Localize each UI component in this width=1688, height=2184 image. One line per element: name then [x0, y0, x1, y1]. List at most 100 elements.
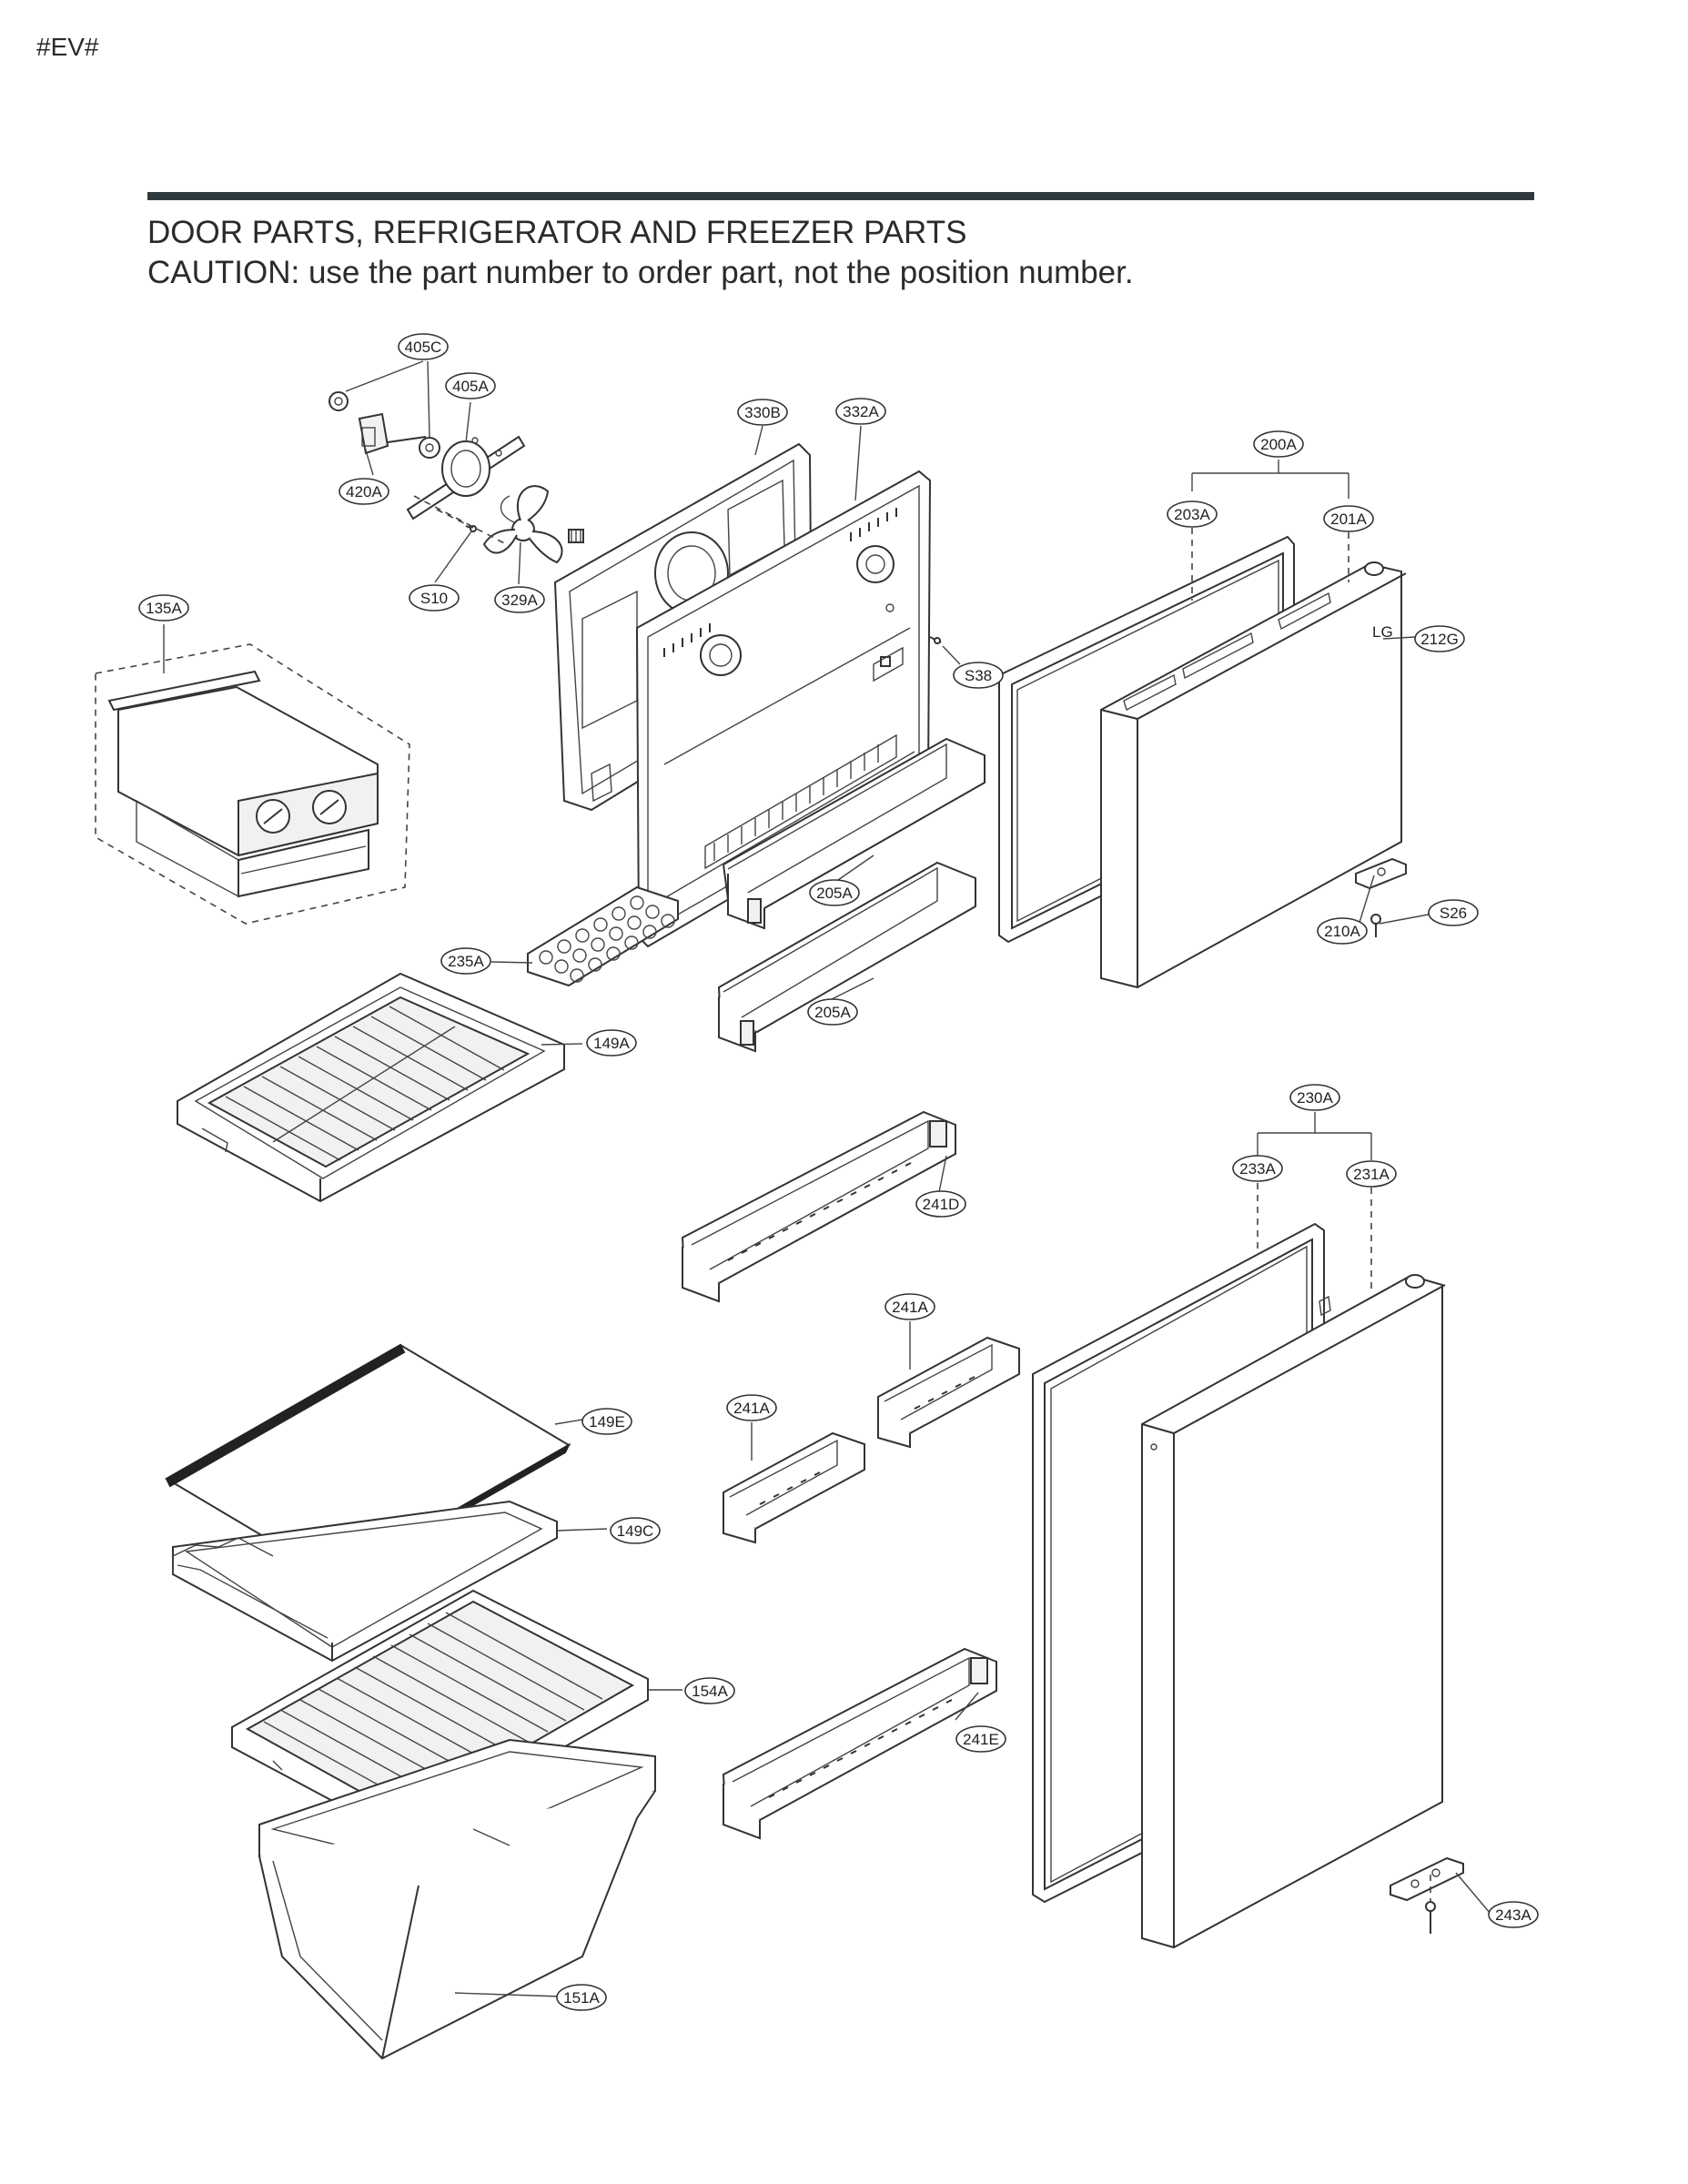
door-bin-241a-lower — [723, 1431, 865, 1544]
callout-label: 149A — [593, 1035, 630, 1052]
shelf-frame-149c — [172, 1500, 558, 1663]
title-rule — [147, 192, 1534, 200]
callout-bubble — [1253, 430, 1304, 458]
callout-s10: S10 — [409, 584, 460, 612]
callout-s38: S38 — [953, 662, 1004, 689]
heading-title: DOOR PARTS, REFRIGERATOR AND FREEZER PAR… — [147, 215, 967, 250]
callout-bubble — [809, 879, 860, 906]
callout-label: 241E — [963, 1731, 999, 1748]
callout-200a: 200A — [1253, 430, 1304, 458]
callout-241a-2: 241A — [726, 1394, 777, 1421]
callout-label: 135A — [146, 600, 182, 617]
callout-210a: 210A — [1317, 917, 1368, 945]
callout-label: 154A — [692, 1683, 728, 1700]
callout-bubble — [1167, 500, 1218, 528]
door-basket-205a-lower — [717, 861, 976, 1053]
callout-135a: 135A — [138, 594, 189, 622]
callout-332a: 332A — [835, 398, 886, 425]
callout-212g: 212G — [1414, 625, 1465, 652]
callout-label: 151A — [563, 1989, 600, 2007]
callout-labels: 405C 405A 420A S10 329A 330B 332A S38 200A 203A 20… — [138, 333, 1539, 2011]
callout-label: 332A — [843, 403, 879, 420]
callout-329a: 329A — [494, 586, 545, 613]
callout-405a: 405A — [445, 372, 496, 399]
callout-230a: 230A — [1289, 1084, 1340, 1111]
callout-149c: 149C — [610, 1517, 661, 1544]
callout-241e: 241E — [955, 1725, 1006, 1753]
callout-231a: 231A — [1346, 1160, 1397, 1188]
egg-tray-235a — [527, 885, 679, 987]
callout-label: 205A — [816, 885, 853, 902]
callout-s26: S26 — [1428, 899, 1479, 926]
callout-bubble — [586, 1029, 637, 1057]
callout-label: 201A — [1330, 511, 1367, 528]
callout-label: 149C — [617, 1522, 654, 1540]
callout-bubble — [1428, 899, 1479, 926]
callout-label: 243A — [1495, 1906, 1531, 1924]
callout-bubble — [915, 1190, 966, 1218]
callout-label: 405A — [452, 378, 489, 395]
callout-405c: 405C — [398, 333, 449, 360]
callout-label: 200A — [1260, 436, 1297, 453]
callout-bubble — [726, 1394, 777, 1421]
callout-bubble — [955, 1725, 1006, 1753]
callout-420a: 420A — [339, 478, 389, 505]
callout-bubble — [138, 594, 189, 622]
callout-bubble — [1414, 625, 1465, 652]
fan-motor-assembly — [329, 391, 584, 564]
callout-label: 420A — [346, 483, 382, 500]
callout-bubble — [953, 662, 1004, 689]
callout-203a: 203A — [1167, 500, 1218, 528]
callout-label: S38 — [965, 667, 992, 684]
callout-label: 205A — [814, 1004, 851, 1021]
callout-bubble — [1346, 1160, 1397, 1188]
callout-149a: 149A — [586, 1029, 637, 1057]
callout-label: 233A — [1239, 1160, 1276, 1178]
fan-grille-332a — [635, 470, 942, 948]
callout-label: 203A — [1174, 506, 1210, 523]
callout-bubble — [684, 1677, 735, 1704]
callout-bubble — [1289, 1084, 1340, 1111]
callout-bubble — [581, 1408, 632, 1435]
callout-bubble — [1317, 917, 1368, 945]
callout-bubble — [807, 998, 858, 1026]
svg-text:LG: LG — [1372, 623, 1393, 641]
callout-241a-1: 241A — [884, 1293, 935, 1320]
callout-label: S10 — [420, 590, 448, 607]
callout-bubble — [1323, 505, 1374, 532]
callout-149e: 149E — [581, 1408, 632, 1435]
door-basket-205a-upper — [722, 737, 986, 930]
callout-bubble — [737, 399, 788, 426]
callout-label: 241D — [923, 1196, 960, 1213]
callout-bubble — [556, 1984, 607, 2011]
callout-205a-2: 205A — [807, 998, 858, 1026]
callout-bubble — [440, 947, 491, 975]
heading-caution: CAUTION: use the part number to order pa… — [147, 255, 1134, 290]
callout-bubble — [1232, 1155, 1283, 1182]
door-bin-241d — [681, 1110, 956, 1303]
callout-bubble — [398, 333, 449, 360]
callout-label: S26 — [1440, 905, 1467, 922]
callout-label: 330B — [744, 404, 781, 421]
crisper-drawer-151a — [258, 1738, 656, 2060]
callout-bubble — [445, 372, 496, 399]
callout-243a: 243A — [1488, 1901, 1539, 1928]
callout-label: 210A — [1324, 923, 1360, 940]
callout-label: 231A — [1353, 1166, 1390, 1183]
callout-bubble — [409, 584, 460, 612]
callout-bubble — [339, 478, 389, 505]
refrigerator-door-231a — [1141, 1274, 1464, 1949]
callout-label: 235A — [448, 953, 484, 970]
leader-lines — [163, 360, 1491, 1997]
door-bin-241e — [722, 1647, 997, 1840]
callout-154a: 154A — [684, 1677, 735, 1704]
callout-bubble — [835, 398, 886, 425]
callout-235a: 235A — [440, 947, 491, 975]
callout-label: 241A — [892, 1299, 928, 1316]
freezer-door-201a: LG — [1100, 561, 1407, 989]
callout-label: 405C — [405, 339, 442, 356]
callout-label: 241A — [733, 1400, 770, 1417]
page-code: #EV# — [36, 33, 99, 61]
page-heading: DOOR PARTS, REFRIGERATOR AND FREEZER PAR… — [147, 213, 1134, 293]
